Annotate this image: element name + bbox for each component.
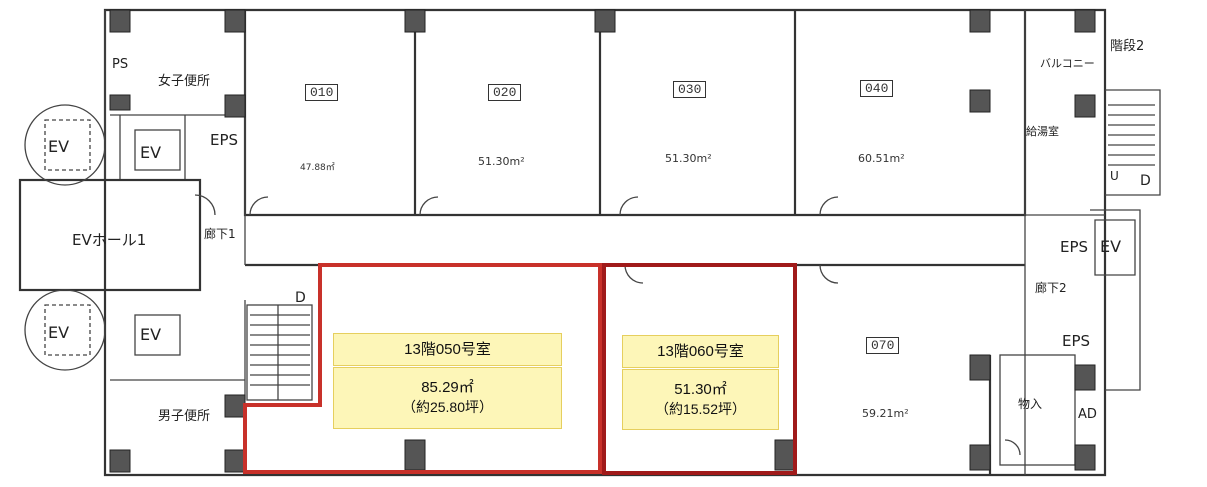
room-tag-020: 020 [488, 84, 522, 101]
stairs-left [246, 304, 313, 401]
unit-060-area-box: 51.30㎡ （約15.52坪） [622, 369, 779, 430]
womens-wc-label: 女子便所 [158, 73, 210, 89]
room-tag-010: 010 [305, 84, 339, 101]
room-tag-030: 030 [673, 81, 707, 98]
ev-hall-label: EVホール1 [72, 231, 146, 249]
structural-columns [109, 9, 1096, 473]
ev-label: EV [140, 325, 161, 344]
room-area-020: 51.30m² [478, 155, 525, 168]
storage-label: 物入 [1018, 397, 1042, 411]
top-room-walls [243, 10, 1027, 217]
room-area-010: 47.88㎡ [300, 163, 335, 173]
eps-label: EPS [1060, 238, 1088, 256]
ev-label: EV [48, 137, 69, 156]
stairs-down-label: D [295, 290, 306, 306]
eps-label: EPS [210, 131, 238, 149]
stairs2-label: 階段2 [1110, 39, 1144, 54]
stairs-right [1108, 104, 1155, 166]
ev-label: EV [48, 323, 69, 342]
unit-060-tsubo: （約15.52坪） [654, 401, 747, 417]
room-area-070: 59.21m² [862, 407, 909, 420]
stairs-up-label: U [1110, 169, 1119, 183]
room-tag-040: 040 [860, 80, 894, 97]
unit-050-area-box: 85.29㎡ （約25.80坪） [333, 367, 562, 429]
room-area-030: 51.30m² [665, 152, 712, 165]
room-area-040: 60.51m² [858, 152, 905, 165]
eps-label: EPS [1062, 332, 1090, 350]
mens-wc-label: 男子便所 [158, 409, 210, 424]
left-core-walls [104, 10, 246, 400]
ps-label: PS [112, 57, 128, 72]
right-core-walls [1024, 10, 1161, 475]
unit-050-outline[interactable] [243, 263, 602, 474]
corridor2-label: 廊下2 [1035, 280, 1067, 295]
ev-hall-walls [18, 178, 202, 292]
balcony-label: バルコニー [1040, 57, 1095, 70]
ev-label: EV [140, 143, 161, 162]
unit-060-area: 51.30㎡ [674, 381, 727, 398]
unit-050-area: 85.29㎡ [421, 379, 474, 396]
corridor1-label: 廊下1 [204, 226, 236, 241]
outer-wall [103, 8, 1107, 477]
kitchenette-label: 給湯室 [1026, 124, 1059, 138]
unit-060-outline[interactable] [602, 263, 797, 475]
unit-060-title: 13階060号室 [622, 335, 779, 368]
ev-label: EV [1100, 237, 1121, 256]
unit-050-title: 13階050号室 [333, 333, 562, 366]
room-tag-070: 070 [866, 337, 900, 354]
unit-050-tsubo: （約25.80坪） [401, 399, 494, 415]
stairs-down-label: D [1140, 173, 1151, 189]
ad-label: AD [1078, 407, 1097, 422]
doors [194, 194, 1021, 456]
